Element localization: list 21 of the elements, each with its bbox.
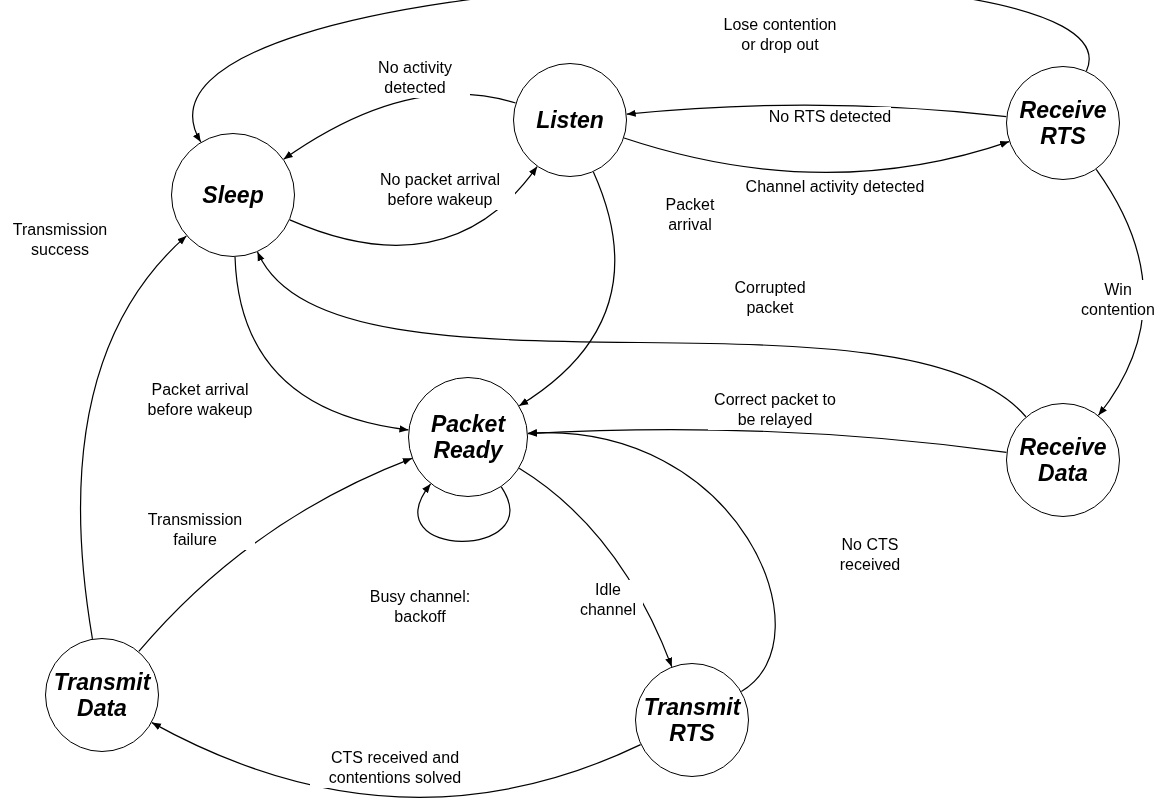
transition-arrow [79,235,187,640]
transition-arrow [256,251,1027,418]
transition-arrow [518,467,673,668]
transition-arrow [195,0,1087,143]
state-name: Receive Data [1018,434,1108,486]
transition-arrow [151,722,642,798]
transition-arrow [138,457,413,653]
transition-arrow [289,165,538,246]
state-name: Listen [535,107,605,133]
transition-arrow [417,483,510,542]
state-name: Transmit Data [52,669,152,721]
state-name: Receive RTS [1018,97,1108,149]
state-name: Transmit RTS [642,694,742,746]
transition-arrow [626,104,1007,118]
edge-label: Channel activity detected [745,177,925,197]
state-name: Packet Ready [429,411,507,463]
transition-arrow [234,256,410,433]
state-name: Sleep [201,182,265,208]
transition-arrow [527,429,776,692]
transition-arrow [518,171,616,407]
transition-arrow [623,137,1010,173]
